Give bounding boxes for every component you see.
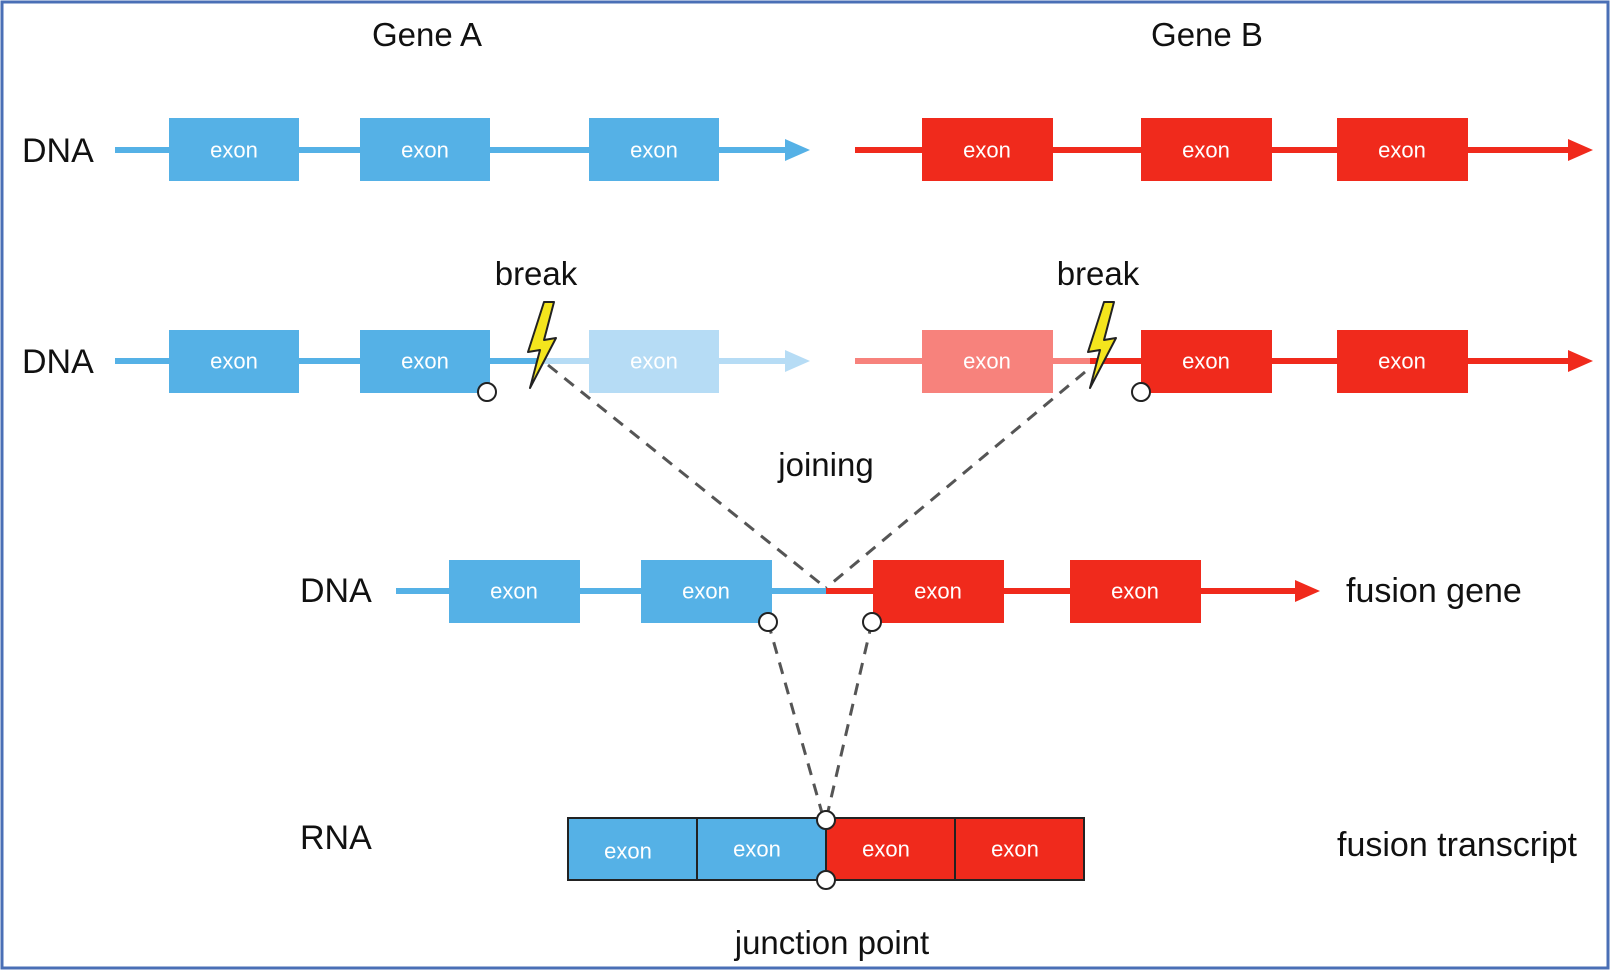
exon-label: exon (401, 349, 449, 374)
exon-label: exon (630, 138, 678, 163)
arrowhead-icon (1295, 580, 1320, 602)
exon-block (1337, 330, 1468, 393)
junction-markers (477, 382, 1151, 890)
exon-block (922, 118, 1053, 181)
gene-b-title: Gene B (1151, 16, 1263, 53)
exon-label: exon (733, 837, 781, 862)
exon-label: exon (991, 837, 1039, 862)
exon-block (873, 560, 1004, 623)
exon-label: exon (401, 138, 449, 163)
circle-marker-icon (1131, 382, 1151, 402)
fusion-gene-strand: exon exon exon exon (396, 560, 1320, 623)
gene-a-strand-row2: exon exon exon (115, 330, 810, 393)
exon-label: exon (490, 579, 538, 604)
circle-marker-icon (758, 612, 778, 632)
exon-label: exon (1182, 138, 1230, 163)
circle-marker-icon (477, 382, 497, 402)
break-label-a: break (495, 255, 578, 292)
arrowhead-icon (1568, 139, 1593, 161)
dna-fusion-label: DNA (300, 572, 372, 610)
exon-block (360, 330, 490, 393)
arrowhead-icon (1568, 350, 1593, 372)
joining-lines (547, 363, 1086, 590)
gene-a-title: Gene A (372, 16, 482, 53)
exon-block (696, 817, 827, 881)
arrowhead-icon (785, 350, 810, 372)
break-label-b: break (1057, 255, 1140, 292)
exon-label: exon (914, 579, 962, 604)
exon-block (169, 330, 299, 393)
exon-block-faded (589, 330, 719, 393)
exon-label: exon (1111, 579, 1159, 604)
exon-block (641, 560, 772, 623)
gene-a-strand-row1: exon exon exon (115, 118, 810, 181)
exon-label: exon (1378, 349, 1426, 374)
lightning-icon (1087, 301, 1117, 389)
exon-label: exon (862, 837, 910, 862)
gene-b-strand-row2: exon exon exon (855, 330, 1593, 393)
exon-block (567, 817, 698, 881)
exon-block (954, 817, 1085, 881)
rna-label: RNA (300, 819, 372, 857)
junction-point-label: junction point (734, 924, 929, 961)
lightning-icon (527, 301, 557, 389)
exon-label: exon (963, 138, 1011, 163)
circle-marker-icon (862, 612, 882, 632)
exon-block (825, 817, 956, 881)
gene-b-strand-row1: exon exon exon (855, 118, 1593, 181)
exon-label: exon (210, 349, 258, 374)
exon-block (1070, 560, 1201, 623)
dna-row2-label: DNA (22, 343, 94, 381)
exon-label: exon (630, 349, 678, 374)
exon-label: exon (682, 579, 730, 604)
exon-block (589, 118, 719, 181)
exon-label: exon (604, 839, 652, 864)
exon-block (360, 118, 490, 181)
exon-label: exon (210, 138, 258, 163)
junction-lines (766, 621, 874, 821)
exon-block-faded (922, 330, 1053, 393)
exon-label: exon (963, 349, 1011, 374)
exon-block (449, 560, 580, 623)
fusion-transcript-label: fusion transcript (1337, 826, 1578, 864)
exon-block (1337, 118, 1468, 181)
exon-block (169, 118, 299, 181)
joining-label: joining (777, 446, 873, 483)
fusion-transcript-block: exon exon exon exon (567, 817, 1085, 881)
exon-label: exon (1378, 138, 1426, 163)
circle-marker-icon (816, 810, 836, 830)
circle-marker-icon (816, 870, 836, 890)
fusion-gene-label: fusion gene (1346, 572, 1522, 610)
dna-row1-label: DNA (22, 132, 94, 170)
exon-block (1141, 330, 1272, 393)
exon-label: exon (1182, 349, 1230, 374)
exon-block (1141, 118, 1272, 181)
arrowhead-icon (785, 139, 810, 161)
